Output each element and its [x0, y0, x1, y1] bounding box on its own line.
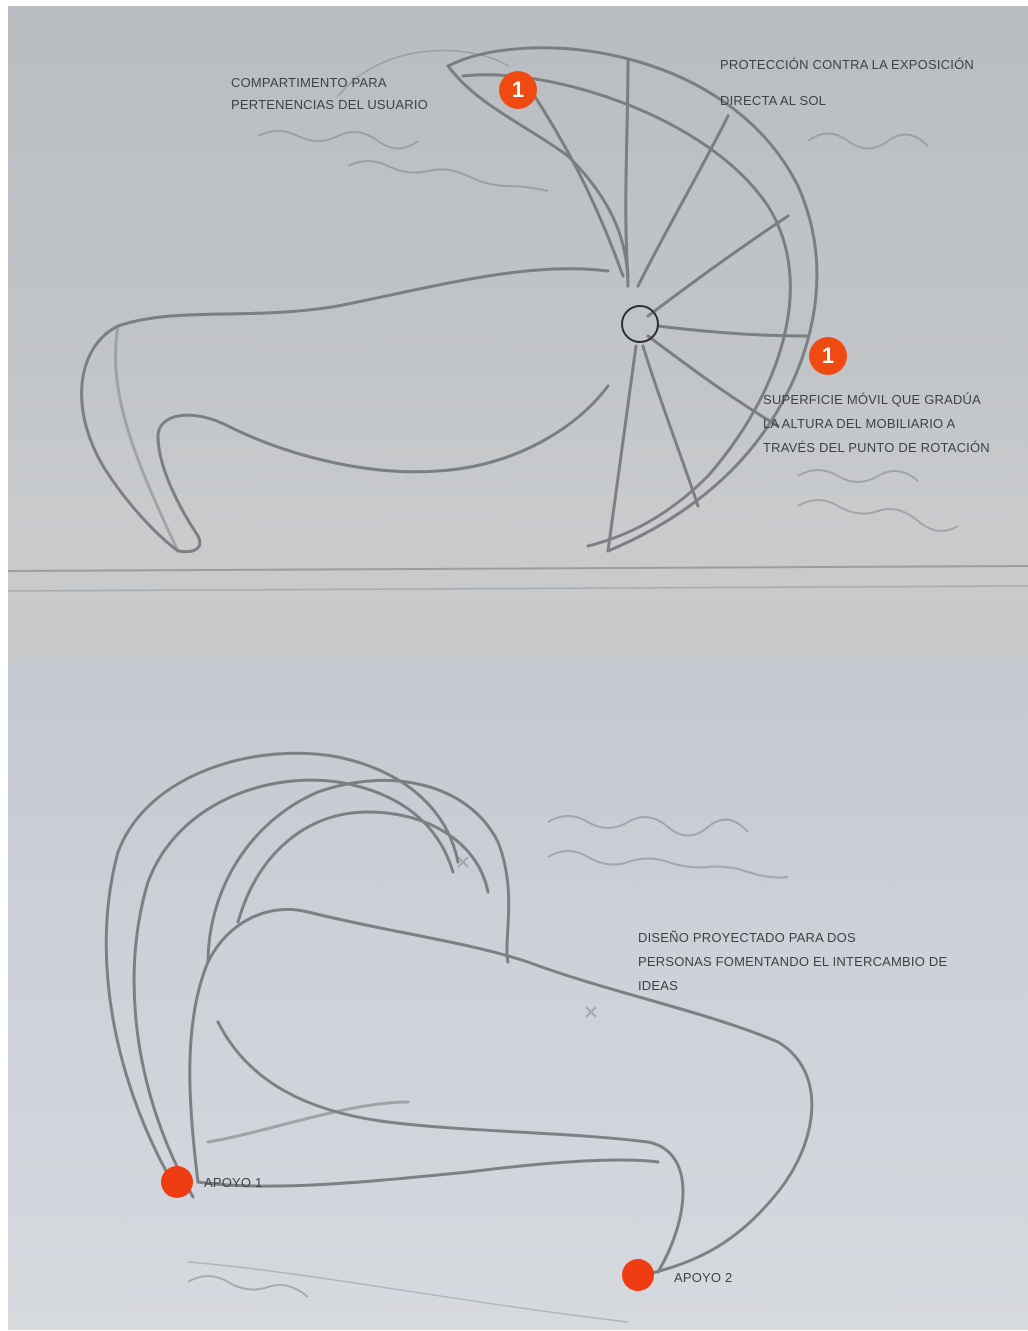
top-sketch-panel: COMPARTIMENTO PARA PERTENENCIAS DEL USUA…: [8, 6, 1028, 662]
mobile-surface-label-line2: LA ALTURA DEL MOBILIARIO A: [763, 412, 990, 436]
mobile-surface-label-line1: SUPERFICIE MÓVIL QUE GRADÚA: [763, 388, 990, 412]
design-label-line2: PERSONAS FOMENTANDO EL INTERCAMBIO DE: [638, 950, 947, 974]
support-1-label: APOYO 1: [204, 1172, 262, 1194]
mobile-surface-label-line3: TRAVÉS DEL PUNTO DE ROTACIÓN: [763, 436, 990, 460]
design-label-line3: IDEAS: [638, 974, 947, 998]
compartment-label-line1: COMPARTIMENTO PARA: [231, 72, 428, 94]
number-badge-compartment: 1: [499, 71, 537, 109]
support-2-marker: [622, 1259, 654, 1291]
bottom-sketch-panel: DISEÑO PROYECTADO PARA DOS PERSONAS FOME…: [8, 662, 1028, 1330]
compartment-label-line2: PERTENENCIAS DEL USUARIO: [231, 94, 428, 116]
design-label: DISEÑO PROYECTADO PARA DOS PERSONAS FOME…: [638, 926, 947, 998]
rotation-point-marker: [622, 306, 658, 342]
sun-protection-label: PROTECCIÓN CONTRA LA EXPOSICIÓN DIRECTA …: [720, 54, 974, 112]
sun-protection-label-line2: DIRECTA AL SOL: [720, 90, 974, 112]
sun-protection-label-line1: PROTECCIÓN CONTRA LA EXPOSICIÓN: [720, 54, 974, 76]
compartment-label: COMPARTIMENTO PARA PERTENENCIAS DEL USUA…: [231, 72, 428, 116]
support-1-marker: [161, 1166, 193, 1198]
number-badge-mobile-surface: 1: [809, 337, 847, 375]
support-2-label: APOYO 2: [674, 1267, 732, 1289]
design-label-line1: DISEÑO PROYECTADO PARA DOS: [638, 926, 947, 950]
mobile-surface-label: SUPERFICIE MÓVIL QUE GRADÚA LA ALTURA DE…: [763, 388, 990, 460]
